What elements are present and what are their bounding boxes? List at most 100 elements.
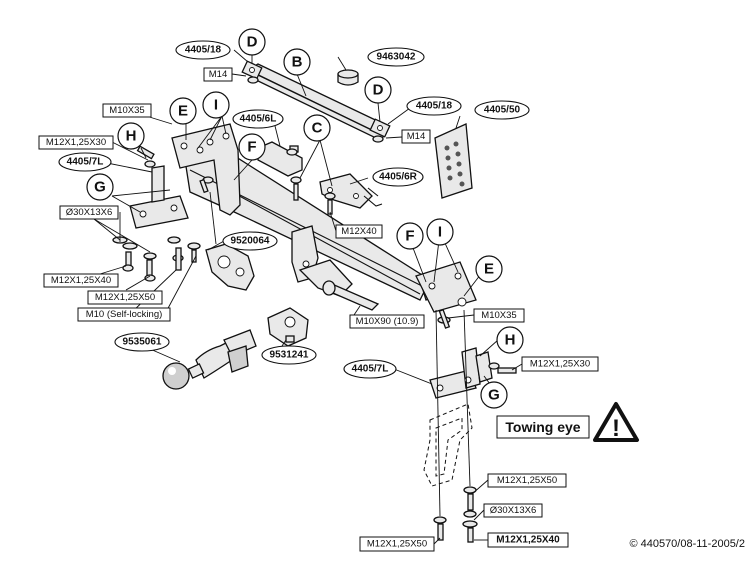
label-9463042-text: 9463042 bbox=[377, 52, 416, 63]
label-m14-left: M14 bbox=[203, 67, 233, 82]
label-m10-self-locking-text: M10 (Self-locking) bbox=[86, 309, 163, 320]
label-m12x40-center-text: M12X40 bbox=[341, 226, 376, 237]
label-m12x1-25x40-left-text: M12X1,25X40 bbox=[51, 275, 111, 286]
callout-f-right-letter: F bbox=[405, 228, 414, 245]
callout-g-right-letter: G bbox=[488, 387, 500, 404]
label-9535061: 9535061 bbox=[114, 332, 170, 352]
towing-eye-outline-drawing bbox=[423, 403, 473, 487]
callout-c-letter: C bbox=[312, 120, 323, 137]
callout-e-left-letter: E bbox=[178, 103, 188, 120]
label-o30x13x6-right-text: Ø30X13X6 bbox=[490, 505, 536, 516]
callout-e-right: E bbox=[475, 255, 503, 283]
callout-d-top-letter: D bbox=[247, 34, 258, 51]
label-m12x1-25x30-left-text: M12X1,25X30 bbox=[46, 137, 106, 148]
socket-9520064-drawing bbox=[205, 243, 255, 291]
callout-h-right-letter: H bbox=[505, 332, 516, 349]
label-4405-7l-left-text: 4405/7L bbox=[67, 157, 104, 168]
callout-g-right: G bbox=[480, 381, 508, 409]
cap-9463042-drawing bbox=[337, 69, 359, 86]
label-9531241-text: 9531241 bbox=[270, 350, 309, 361]
label-m12x1-25x50-bottom: M12X1,25X50 bbox=[359, 536, 435, 552]
label-4405-7l-right: 4405/7L bbox=[343, 359, 397, 379]
label-m12x1-25x50-right: M12X1,25X50 bbox=[487, 473, 567, 488]
callout-f-right: F bbox=[396, 222, 424, 250]
label-m14-right: M14 bbox=[401, 129, 431, 144]
callout-e-left: E bbox=[169, 97, 197, 125]
right-end-plate-drawing bbox=[415, 261, 477, 313]
label-m12x1-25x50-bottom-text: M12X1,25X50 bbox=[367, 539, 427, 550]
label-m12x1-25x30-right-text: M12X1,25X30 bbox=[530, 359, 590, 370]
label-o30x13x6-right: Ø30X13X6 bbox=[483, 503, 543, 518]
copyright-notice: © 440570/08-11-2005/2 bbox=[629, 538, 745, 550]
callout-f-left: F bbox=[238, 133, 266, 161]
callout-f-left-letter: F bbox=[247, 139, 256, 156]
label-m10x35-left: M10X35 bbox=[102, 103, 152, 118]
callout-i-left: I bbox=[202, 91, 230, 119]
center-hanger-drawing bbox=[291, 225, 353, 297]
label-m12x1-25x50-right-text: M12X1,25X50 bbox=[497, 475, 557, 486]
label-m10x35-right: M10X35 bbox=[473, 308, 525, 323]
bolt-m10x90-drawing bbox=[322, 280, 380, 311]
callout-i-right: I bbox=[426, 218, 454, 246]
label-m10x90-text: M10X90 (10.9) bbox=[356, 316, 419, 327]
label-9535061-text: 9535061 bbox=[123, 337, 162, 348]
label-m12x1-25x30-right: M12X1,25X30 bbox=[521, 356, 599, 372]
callout-b: B bbox=[283, 48, 311, 76]
label-9520064-text: 9520064 bbox=[231, 236, 270, 247]
label-m14-left-text: M14 bbox=[209, 69, 227, 80]
label-9520064: 9520064 bbox=[222, 231, 278, 251]
label-m12x1-25x40-left: M12X1,25X40 bbox=[43, 273, 119, 288]
callout-g-left-letter: G bbox=[94, 179, 106, 196]
callout-i-left-letter: I bbox=[214, 97, 218, 114]
left-plate-4405-7l-drawing bbox=[129, 165, 189, 229]
label-4405-18-top-text: 4405/18 bbox=[185, 45, 222, 56]
callout-d-right: D bbox=[364, 76, 392, 104]
label-4405-6r: 4405/6R bbox=[372, 167, 424, 187]
callout-b-letter: B bbox=[292, 54, 303, 71]
label-4405-6l-text: 4405/6L bbox=[240, 114, 277, 125]
callout-h-right: H bbox=[496, 326, 524, 354]
callout-d-right-letter: D bbox=[373, 82, 384, 99]
label-o30x13x6-left-text: Ø30X13X6 bbox=[66, 207, 112, 218]
callout-i-right-letter: I bbox=[438, 224, 442, 241]
bracket-4405-6r-drawing bbox=[319, 173, 383, 209]
label-m10x35-left-text: M10X35 bbox=[109, 105, 144, 116]
label-4405-18-right: 4405/18 bbox=[406, 96, 462, 116]
label-4405-7l-left: 4405/7L bbox=[58, 152, 112, 172]
callout-d-top: D bbox=[238, 28, 266, 56]
label-m10x35-right-text: M10X35 bbox=[481, 310, 516, 321]
callout-e-right-letter: E bbox=[484, 261, 494, 278]
label-4405-6l: 4405/6L bbox=[232, 109, 284, 129]
hardware-drawings bbox=[112, 145, 517, 543]
label-m10x90: M10X90 (10.9) bbox=[349, 314, 425, 329]
label-m12x1-25x30-left: M12X1,25X30 bbox=[38, 135, 114, 150]
callout-h-left-letter: H bbox=[126, 128, 137, 145]
lock-unit-9531241-drawing bbox=[267, 307, 309, 347]
label-9531241: 9531241 bbox=[261, 345, 317, 365]
label-4405-50: 4405/50 bbox=[474, 100, 530, 120]
label-m14-right-text: M14 bbox=[407, 131, 425, 142]
warning-icon: ! bbox=[593, 402, 639, 442]
towing-eye-callout: Towing eye bbox=[496, 415, 590, 439]
callout-c: C bbox=[303, 114, 331, 142]
label-m12x1-25x50-left: M12X1,25X50 bbox=[87, 290, 163, 305]
towing-eye-label: Towing eye bbox=[505, 419, 580, 435]
callout-h-left: H bbox=[117, 122, 145, 150]
ball-mount-9535061-drawing bbox=[162, 329, 257, 390]
warning-exclamation: ! bbox=[612, 415, 620, 442]
label-m12x40-center: M12X40 bbox=[335, 224, 383, 239]
label-m12x1-25x50-left-text: M12X1,25X50 bbox=[95, 292, 155, 303]
label-o30x13x6-left: Ø30X13X6 bbox=[59, 205, 119, 220]
label-4405-6r-text: 4405/6R bbox=[379, 172, 418, 183]
label-m12x1-25x40-bottom-text: M12X1,25X40 bbox=[496, 535, 560, 546]
label-4405-50-text: 4405/50 bbox=[484, 105, 521, 116]
label-4405-7l-right-text: 4405/7L bbox=[352, 364, 389, 375]
label-m12x1-25x40-bottom: M12X1,25X40 bbox=[487, 532, 569, 548]
label-4405-18-right-text: 4405/18 bbox=[416, 101, 453, 112]
callout-g-left: G bbox=[86, 173, 114, 201]
label-4405-18-top: 4405/18 bbox=[175, 40, 231, 60]
instruction-sheet-4405-50-drawing bbox=[434, 123, 473, 199]
strut-b-drawing bbox=[241, 60, 391, 143]
label-9463042: 9463042 bbox=[367, 47, 425, 67]
